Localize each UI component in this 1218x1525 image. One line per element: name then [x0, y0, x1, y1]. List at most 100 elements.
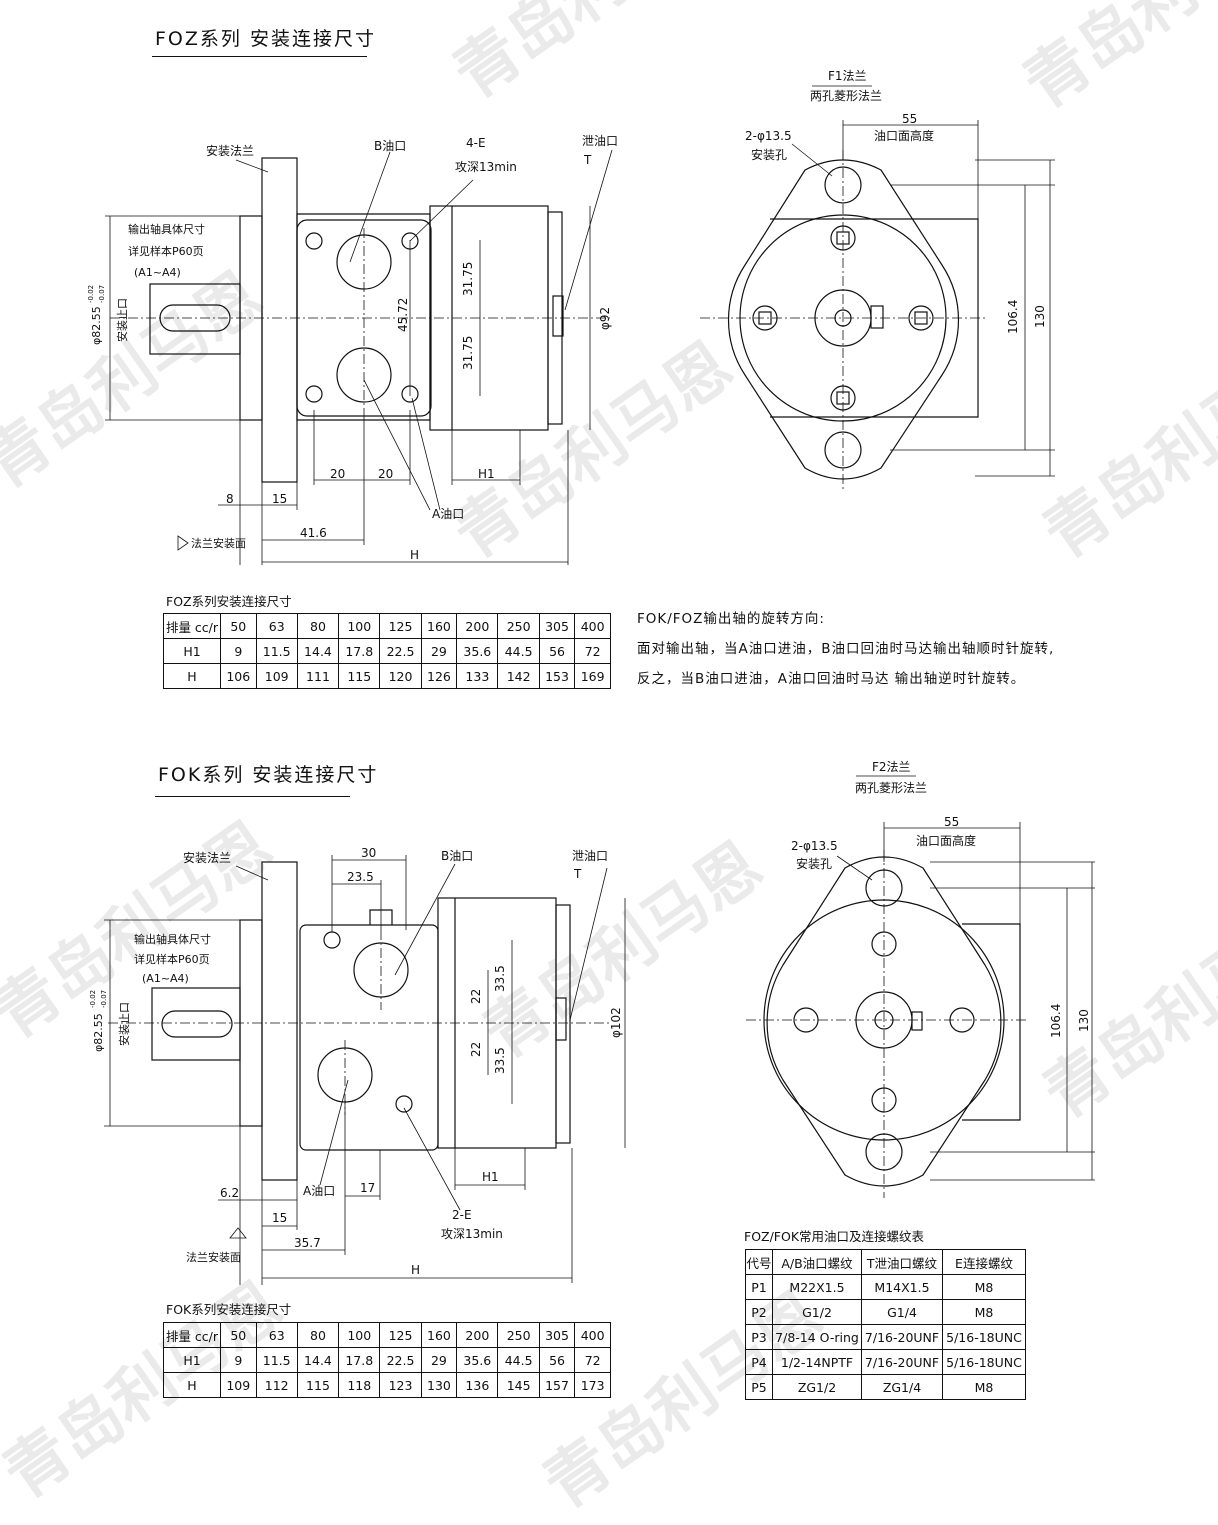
foz-dim-92: φ92	[598, 307, 612, 330]
fok-drain-t-label: T	[573, 867, 582, 881]
foz-a-port-label: A油口	[432, 507, 464, 521]
threads-table-caption: FOZ/FOK常用油口及连接螺纹表	[744, 1229, 925, 1244]
fok-f2-holes-name: 安装孔	[796, 856, 832, 871]
fok-pilot-dia-label: φ82.55	[92, 1013, 105, 1052]
fok-f2-name: F2法兰	[872, 760, 911, 774]
table-cell: 169	[574, 663, 611, 689]
table-cell: 80	[296, 1322, 340, 1348]
fok-drain-port-label: 泄油口	[572, 849, 608, 863]
foz-pilot-tol-lower: -0.07	[98, 285, 106, 303]
table-cell: 9	[220, 638, 257, 664]
table-cell: 22.5	[379, 1347, 422, 1373]
rotation-note-title: FOK/FOZ输出轴的旋转方向:	[637, 611, 825, 627]
foz-dim-20-right: 20	[378, 467, 393, 481]
table-cell: 142	[497, 663, 540, 689]
table-cell: 排量 cc/r	[163, 613, 221, 639]
table-cell: P4	[745, 1349, 773, 1375]
foz-dim-15: 15	[272, 492, 287, 506]
table-cell: 115	[296, 1372, 340, 1398]
table-cell: H	[163, 1372, 221, 1398]
table-row: H1 9 11.5 14.4 17.8 22.5 29 35.6 44.5 56…	[163, 638, 611, 664]
fok-f2-dim-1064: 106.4	[1049, 1004, 1063, 1038]
foz-f1-name: F1法兰	[828, 69, 867, 83]
table-cell: P5	[745, 1374, 773, 1400]
table-cell: P1	[745, 1274, 773, 1300]
fok-pilot-tol-lower: -0.07	[100, 990, 108, 1008]
table-cell: 29	[420, 1347, 458, 1373]
table-cell: 7/16-20UNF	[861, 1349, 943, 1375]
fok-pilot-tol-upper: -0.02	[89, 990, 97, 1008]
foz-drain-t-label: T	[583, 153, 592, 167]
rotation-note-line: 面对输出轴，当A油口进油，B油口回油时马达输出轴顺时针旋转,	[637, 641, 1055, 657]
watermark: 青岛利马恩	[1031, 888, 1218, 1133]
foz-shaft-note-2: 详见样本P60页	[128, 244, 204, 258]
table-row: P3 7/8-14 O-ring 7/16-20UNF 5/16-18UNC	[745, 1324, 1026, 1350]
table-cell: 400	[574, 613, 611, 639]
foz-dim-h1: H1	[478, 467, 495, 481]
fok-dim-15: 15	[272, 1211, 287, 1225]
foz-title-underline	[152, 56, 367, 57]
table-cell: 173	[574, 1372, 611, 1398]
table-cell: 72	[574, 638, 611, 664]
table-cell: P2	[745, 1299, 773, 1325]
fok-f2-dim-55: 55	[944, 815, 959, 829]
fok-dim-235: 23.5	[347, 870, 374, 884]
table-cell: 250	[497, 613, 540, 639]
table-cell: 100	[338, 1322, 381, 1348]
table-cell: 35.6	[456, 638, 499, 664]
foz-f1-holes-name: 安装孔	[751, 147, 787, 162]
table-cell: 145	[497, 1372, 540, 1398]
table-cell: 5/16-18UNC	[942, 1349, 1026, 1375]
foz-dim-416: 41.6	[300, 526, 327, 540]
fok-dim-357: 35.7	[294, 1236, 321, 1250]
foz-f1-dim-130: 130	[1033, 305, 1047, 328]
table-cell: M8	[942, 1274, 1026, 1300]
table-cell: 160	[420, 1322, 458, 1348]
table-cell: 1/2-14NPTF	[772, 1349, 862, 1375]
table-cell: 22.5	[379, 638, 422, 664]
fok-flange-face-label: 法兰安装面	[186, 1250, 241, 1264]
table-cell: P3	[745, 1324, 773, 1350]
foz-pilot-name-label: 安装止口	[115, 298, 129, 342]
table-cell: 63	[255, 613, 298, 639]
fok-mount-flange-label: 安装法兰	[183, 850, 231, 865]
table-cell: 200	[456, 1322, 499, 1348]
fok-shaft-note-3: (A1~A4)	[142, 972, 189, 985]
table-cell: 136	[456, 1372, 499, 1398]
table-cell: M14X1.5	[861, 1274, 943, 1300]
table-cell: 153	[538, 663, 576, 689]
fok-f2-holes: 2-φ13.5	[791, 839, 838, 853]
foz-drain-port-label: 泄油口	[582, 134, 618, 148]
foz-pilot-tol-upper: -0.02	[87, 285, 95, 303]
table-cell: 14.4	[296, 1347, 340, 1373]
foz-b-port-label: B油口	[374, 139, 406, 153]
rotation-notes: FOK/FOZ输出轴的旋转方向: 面对输出轴，当A油口进油，B油口回油时马达输出…	[637, 604, 1054, 694]
foz-thread-4e-label: 4-E	[466, 136, 486, 150]
foz-drawing: 安装法兰 B油口 4-E 攻深13min 泄油口 T 输出轴具体尺寸 详见样本P…	[87, 69, 1055, 565]
table-cell: 130	[420, 1372, 458, 1398]
fok-dim-30: 30	[361, 846, 376, 860]
table-cell: H1	[163, 638, 221, 664]
table-cell: 118	[338, 1372, 381, 1398]
table-cell: 126	[420, 663, 458, 689]
table-cell: M22X1.5	[772, 1274, 862, 1300]
table-cell: 63	[255, 1322, 298, 1348]
table-cell: H	[163, 663, 221, 689]
fok-tap-depth-label: 攻深13min	[441, 1227, 503, 1241]
fok-pilot-name-label: 安装止口	[117, 1002, 131, 1046]
foz-f1-dim-1064: 106.4	[1006, 300, 1020, 334]
table-cell: 29	[420, 638, 458, 664]
foz-f1-holes: 2-φ13.5	[745, 129, 792, 143]
table-row: H 109 112 115 118 123 130 136 145 157 17…	[163, 1372, 611, 1398]
table-row: P5 ZG1/2 ZG1/4 M8	[745, 1374, 1026, 1400]
table-cell: 72	[574, 1347, 611, 1373]
table-cell: 50	[220, 1322, 257, 1348]
table-cell: 200	[456, 613, 499, 639]
foz-f1-dim-55: 55	[902, 112, 917, 126]
table-cell: 400	[574, 1322, 611, 1348]
table-cell: 157	[538, 1372, 576, 1398]
fok-dim-17: 17	[360, 1181, 375, 1195]
fok-f2-port-height: 油口面高度	[916, 833, 976, 848]
fok-title-underline	[155, 796, 350, 797]
table-row: P1 M22X1.5 M14X1.5 M8	[745, 1274, 1026, 1300]
